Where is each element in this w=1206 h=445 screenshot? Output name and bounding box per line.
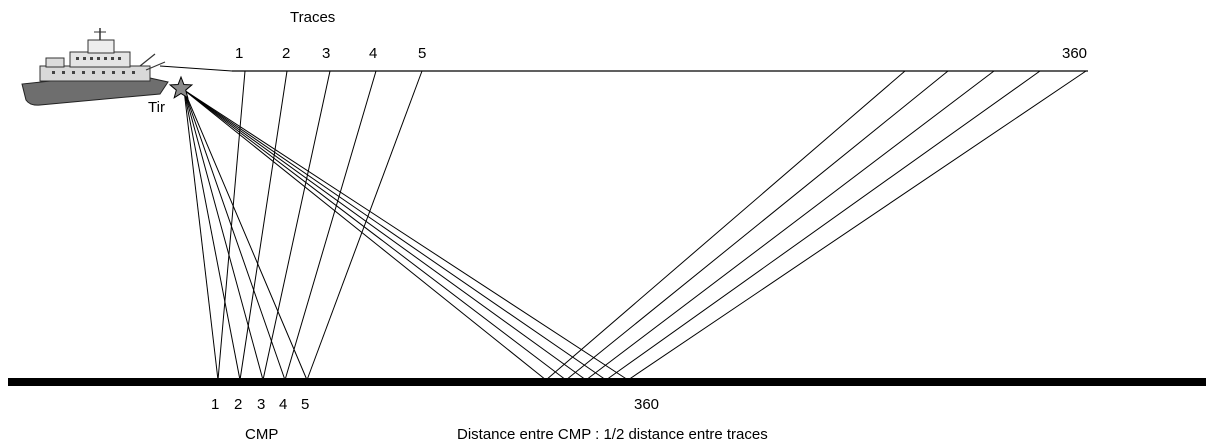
traces-title: Traces [290, 9, 335, 26]
ray-up-far-4 [605, 70, 1041, 381]
ray-up-2 [239, 70, 288, 381]
ray-down-far-4 [183, 89, 607, 381]
ray-up-3 [262, 70, 331, 381]
star-icon [168, 75, 194, 99]
ray-down-far-3 [183, 89, 587, 381]
ray-up-far-5 [627, 70, 1087, 381]
trace-label-4: 4 [369, 45, 377, 62]
ray-down-far-1 [183, 89, 547, 381]
cmp-label-4: 4 [279, 396, 287, 413]
ray-down-2 [183, 89, 241, 381]
caption-text: Distance entre CMP : 1/2 distance entre … [457, 426, 768, 443]
ray-down-far-5 [183, 89, 629, 381]
upgoing-rays [217, 70, 1087, 381]
ship-icon [21, 28, 169, 106]
ray-up-1 [217, 70, 246, 381]
ray-up-far-2 [565, 70, 949, 381]
ray-up-far-1 [545, 70, 906, 381]
ray-up-far-3 [585, 70, 995, 381]
ray-down-5 [183, 89, 308, 381]
cmp-label-5: 5 [301, 396, 309, 413]
cmp-label-3: 3 [257, 396, 265, 413]
trace-label-1: 1 [235, 45, 243, 62]
ray-down-far-2 [183, 89, 567, 381]
tow-cable [159, 65, 233, 72]
cmp-label-1: 1 [211, 396, 219, 413]
ray-up-5 [306, 70, 423, 381]
cmp-label-2: 2 [234, 396, 242, 413]
cmp-label-360: 360 [634, 396, 659, 413]
ray-down-4 [183, 89, 286, 381]
downgoing-rays [183, 89, 629, 381]
ray-up-4 [284, 70, 377, 381]
trace-label-5: 5 [418, 45, 426, 62]
shot-label: Tir [148, 99, 165, 116]
trace-label-2: 2 [282, 45, 290, 62]
trace-label-3: 3 [322, 45, 330, 62]
cmp-axis-label: CMP [245, 426, 278, 443]
ray-down-1 [183, 89, 219, 381]
ray-down-3 [183, 89, 264, 381]
trace-label-360: 360 [1062, 45, 1087, 62]
